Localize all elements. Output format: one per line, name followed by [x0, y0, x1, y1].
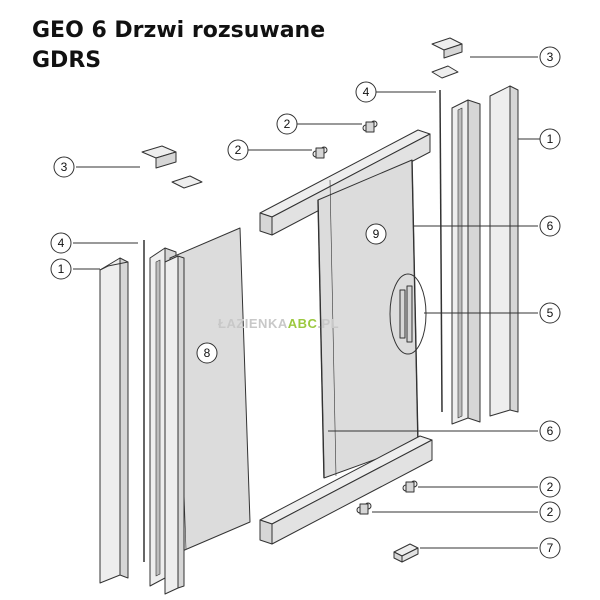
callout-circle [539, 128, 561, 150]
callout-4-right: 4 [355, 81, 377, 103]
callout-9: 9 [365, 223, 387, 245]
callout-number: 4 [58, 236, 65, 250]
callout-number: 2 [235, 143, 242, 157]
callout-2-upper-left: 2 [227, 139, 249, 161]
diagram-title: GEO 6 Drzwi rozsuwane GDRS [32, 16, 325, 76]
sliding-door-frame [317, 159, 419, 479]
left-panel-vertical-profile [164, 255, 185, 595]
callout-number: 3 [547, 50, 554, 64]
callout-circle [539, 215, 561, 237]
door-handle [389, 273, 427, 355]
callout-circle [50, 232, 72, 254]
right-top-cap [431, 37, 463, 79]
callout-number: 3 [61, 160, 68, 174]
callout-circle [365, 223, 387, 245]
callout-3-left: 3 [53, 156, 75, 178]
callout-number: 9 [373, 227, 380, 241]
upper-roller-a [312, 146, 328, 159]
callout-7: 7 [539, 537, 561, 559]
callout-circle [276, 113, 298, 135]
callout-circle [539, 420, 561, 442]
right-door-frame-profile [451, 99, 481, 425]
callout-number: 4 [363, 85, 370, 99]
callout-circle [539, 46, 561, 68]
door-guide [393, 543, 419, 563]
lower-roller-a [402, 480, 418, 493]
title-line-2: GDRS [32, 48, 102, 73]
lower-roller-b [356, 502, 372, 515]
callout-5: 5 [539, 302, 561, 324]
callout-number: 6 [547, 424, 554, 438]
callout-number: 5 [547, 306, 554, 320]
callout-circle [227, 139, 249, 161]
right-seal-strip [439, 89, 443, 413]
title-line-1: GEO 6 Drzwi rozsuwane [32, 18, 326, 43]
callout-3-right: 3 [539, 46, 561, 68]
callout-number: 2 [547, 480, 554, 494]
bottom-carriage-rail [259, 435, 433, 545]
watermark: ŁAZIENKAABC.PL [218, 316, 339, 331]
callout-circle [196, 342, 218, 364]
callout-1-right: 1 [539, 128, 561, 150]
right-wall-profile [489, 85, 519, 417]
callout-circle [355, 81, 377, 103]
callout-circle [539, 302, 561, 324]
callout-2-lower-b: 2 [539, 501, 561, 523]
callout-number: 1 [547, 132, 554, 146]
callout-8: 8 [196, 342, 218, 364]
callout-circle [50, 258, 72, 280]
watermark-accent: ABC [287, 316, 318, 331]
callout-number: 6 [547, 219, 554, 233]
left-wall-profile [99, 257, 129, 584]
callout-2-upper-right: 2 [276, 113, 298, 135]
callout-number: 2 [547, 505, 554, 519]
watermark-prefix: ŁAZIENKA [218, 316, 288, 331]
upper-roller-b [362, 120, 378, 133]
callout-6-lower: 6 [539, 420, 561, 442]
watermark-suffix: .PL [317, 316, 340, 331]
callout-circle [53, 156, 75, 178]
callout-circle [539, 501, 561, 523]
callout-number: 8 [204, 346, 211, 360]
callout-number: 2 [284, 117, 291, 131]
callout-number: 7 [547, 541, 554, 555]
callout-number: 1 [58, 262, 65, 276]
callout-circle [539, 476, 561, 498]
left-top-cap [141, 145, 203, 189]
callout-4-left: 4 [50, 232, 72, 254]
callout-6-upper: 6 [539, 215, 561, 237]
callout-2-lower-a: 2 [539, 476, 561, 498]
callout-circle [539, 537, 561, 559]
top-carriage-rail [259, 129, 431, 236]
callout-1-left: 1 [50, 258, 72, 280]
